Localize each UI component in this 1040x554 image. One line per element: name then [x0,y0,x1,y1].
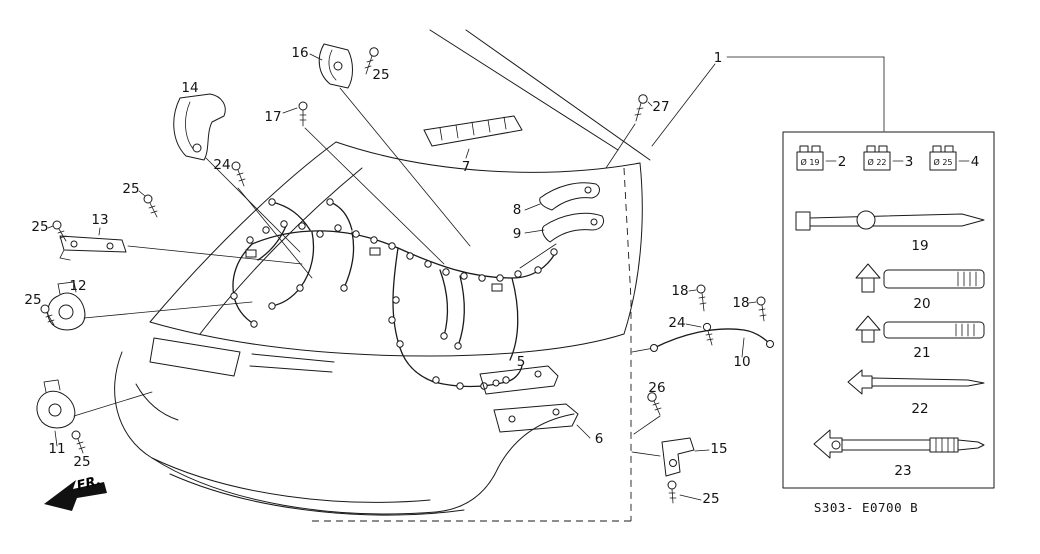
part-21-clamp [855,315,985,343]
callout-7: 7 [462,159,471,175]
callout-9: 9 [513,226,522,242]
bolt-icon [298,101,308,127]
part-23-harness-band [813,429,985,459]
callout-25c: 25 [31,219,48,235]
callout-labels: 1 16 25 14 17 27 7 24 25 8 9 25 13 12 25… [24,45,750,507]
callout-4: 4 [971,154,980,170]
leader-lines [47,53,885,501]
bolt-icon [647,392,662,416]
callout-8: 8 [513,202,522,218]
bolt-icon [634,94,648,122]
callout-25a: 25 [372,67,389,83]
part-7-bracket [423,115,523,147]
engine-wire-harness-drawing [230,198,558,390]
part-5-bracket [479,365,559,395]
bolt-icon [696,284,707,312]
callout-12: 12 [69,278,86,294]
part-13-bracket [59,235,127,261]
bolt-icon [702,322,714,346]
part-6-bracket [493,403,579,433]
callout-24a: 24 [213,157,230,173]
part-14-bracket [173,93,226,161]
clip-part-drawing [863,145,904,171]
parts-detail-box [782,131,995,489]
callout-16: 16 [291,45,308,61]
clip-size-label-19mm: Ø 19 [800,157,819,167]
callout-19: 19 [911,238,928,254]
callout-25d: 25 [24,292,41,308]
callout-3: 3 [905,154,914,170]
part-10-sub-harness [650,328,774,352]
part-19-cable-tie [795,210,985,231]
part-8-bracket [539,182,600,211]
callout-25e: 25 [73,454,90,470]
clip-size-label-25mm: Ø 25 [933,157,952,167]
callout-22: 22 [911,401,928,417]
bolt-icon [667,480,677,504]
callout-20: 20 [913,296,930,312]
clip-part-drawing [929,145,970,171]
bolt-icon [40,304,55,326]
callout-18a: 18 [671,283,688,299]
clip-part-drawing [796,145,837,171]
bolt-icon [364,47,379,75]
callout-11: 11 [48,441,65,457]
callout-21: 21 [913,345,930,361]
bolt-icon [143,194,158,218]
callout-6: 6 [595,431,604,447]
part-22-strap-clip [847,369,985,395]
callout-14: 14 [181,80,198,96]
callout-25f: 25 [702,491,719,507]
car-outline-drawing [114,29,651,516]
callout-17: 17 [264,109,281,125]
part-20-clamp [855,263,985,293]
bolt-icons [40,47,767,504]
bolt-icon [756,296,767,322]
callout-13: 13 [91,212,108,228]
part-15-bracket [661,437,695,477]
callout-23: 23 [894,463,911,479]
callout-25b: 25 [122,181,139,197]
part-9-bracket [541,212,605,243]
callout-2: 2 [838,154,847,170]
view-boundary-dashed [312,167,632,522]
fr-label: FR. [75,474,102,494]
fr-arrow-icon [44,480,107,511]
callout-10: 10 [733,354,750,370]
callout-1: 1 [714,50,723,66]
clip-size-label-22mm: Ø 22 [867,157,886,167]
part-11-clamp [36,379,76,429]
front-direction-marker: FR. [44,474,107,511]
callout-18b: 18 [732,295,749,311]
parts-box-labels: Ø 19 Ø 22 Ø 25 2 3 4 19 20 21 22 23 [800,154,979,479]
bolt-icon [71,430,86,454]
drawing-code: S303- E0700 B [814,500,918,515]
callout-27: 27 [652,99,669,115]
callout-5: 5 [517,354,526,370]
callout-15: 15 [710,441,727,457]
part-16-bracket [318,43,353,89]
callout-26: 26 [648,380,665,396]
callout-24b: 24 [668,315,685,331]
bolt-icon [231,161,246,187]
bolt-icon [52,220,67,242]
